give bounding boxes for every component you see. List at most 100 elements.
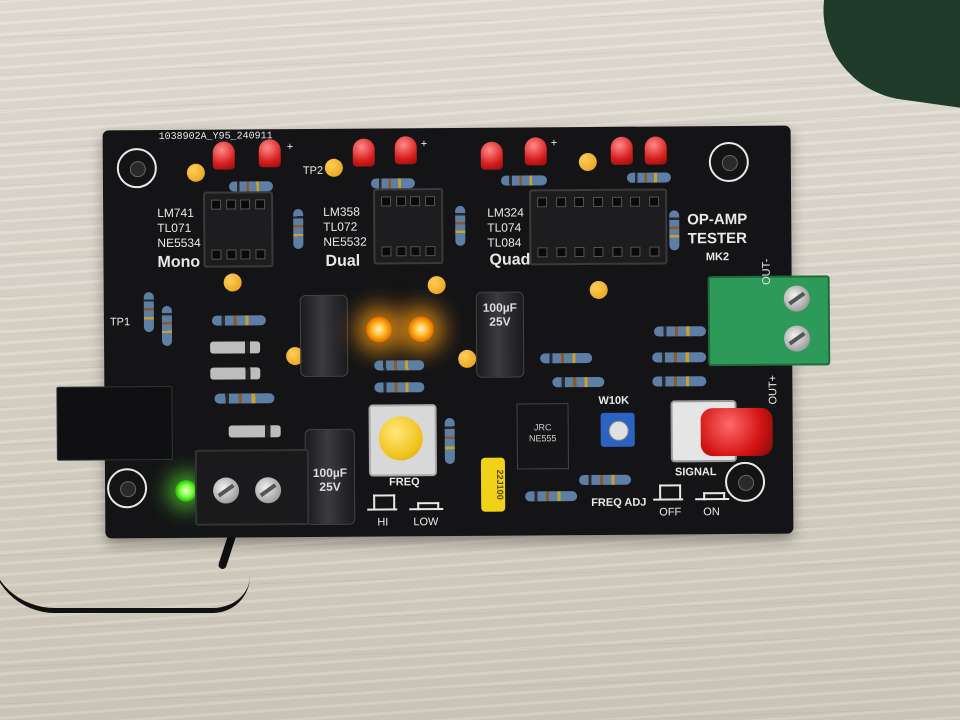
title-line-2: TESTER (687, 229, 748, 248)
hi-label: HI (377, 516, 389, 529)
mounting-hole-top-right (708, 141, 749, 183)
dual-chip-1: LM358 (323, 204, 360, 219)
dual-label: Dual (325, 252, 361, 270)
quad-chip-2: TL074 (487, 220, 522, 235)
quad-label: Quad (489, 251, 531, 269)
signal-label: SIGNAL (674, 466, 717, 479)
diode (210, 341, 261, 354)
pcb-board: 1038902A_Y95_240911 + + + TP2 TP1 LM741 … (56, 125, 831, 539)
film-capacitor: 22J100 (480, 457, 506, 512)
dual-chip-2: TL072 (323, 219, 358, 234)
serial-number: 1038902A_Y95_240911 (158, 131, 273, 144)
mono-chip-list: LM741 TL071 NE5534 (157, 206, 201, 251)
version-label: MK2 (705, 251, 730, 264)
trimpot-label: W10K (598, 394, 630, 407)
mono-chip-2: TL071 (157, 220, 192, 236)
dc-power-jack[interactable] (56, 385, 173, 461)
low-label: LOW (413, 516, 439, 529)
out-plus-label: OUT+ (767, 374, 780, 405)
resistor (552, 376, 605, 388)
resistor (143, 292, 154, 333)
electrolytic-capacitor: 100µF 25V (475, 291, 525, 378)
title-line-1: OP-AMP (687, 210, 748, 229)
tp2-label: TP2 (302, 164, 324, 178)
capacitor-value: 100µF (482, 300, 518, 315)
signal-button[interactable] (700, 407, 773, 457)
ceramic-capacitor (458, 349, 477, 368)
power-screw-2[interactable] (255, 477, 282, 504)
hi-symbol-base (367, 508, 398, 511)
capacitor-value: 100µF (312, 465, 348, 480)
resistor (444, 417, 455, 465)
out-minus-label: OUT- (760, 258, 773, 285)
capacitor-voltage: 25V (319, 479, 341, 494)
resistor (540, 352, 593, 364)
resistor (161, 305, 173, 346)
freq-adj-label: FREQ ADJ (591, 496, 647, 510)
resistor (455, 205, 466, 246)
mono-label: Mono (157, 253, 201, 272)
resistor (500, 175, 547, 186)
output-screw-2[interactable] (783, 325, 811, 352)
led-green-power (175, 479, 198, 502)
dual-chip-list: LM358 TL072 NE5532 (323, 205, 367, 250)
resistor (370, 178, 415, 189)
led-red-dual-2 (394, 136, 417, 165)
mono-chip-1: LM741 (157, 205, 194, 221)
board-title: OP-AMP TESTER MK2 (687, 210, 747, 267)
resistor (214, 393, 275, 404)
on-label: ON (703, 506, 720, 519)
plus-marker-mono: + (286, 141, 294, 154)
diode (228, 425, 281, 438)
output-terminal-block[interactable] (707, 275, 831, 367)
resistor (669, 210, 680, 251)
ceramic-capacitor (578, 152, 597, 172)
led-orange-1 (365, 316, 393, 343)
capacitor-voltage: 25V (489, 314, 511, 329)
ic-socket-mono[interactable] (203, 191, 274, 268)
power-terminal-block[interactable] (194, 448, 310, 526)
mounting-hole-bottom-right (724, 461, 766, 503)
mounting-hole-bottom-left (106, 468, 148, 509)
ic-socket-quad[interactable] (529, 188, 668, 266)
dual-chip-3: NE5532 (323, 234, 367, 249)
ceramic-capacitor (427, 276, 446, 295)
resistor (374, 360, 425, 371)
ceramic-capacitor (589, 280, 608, 300)
tp1-label: TP1 (109, 316, 131, 329)
electrolytic-capacitor: 100µF 25V (304, 428, 356, 526)
output-screw-1[interactable] (783, 285, 810, 312)
electrolytic-capacitor (299, 294, 349, 378)
led-red-dual-1 (352, 138, 375, 167)
freq-label: FREQ (389, 476, 420, 489)
resistor (653, 326, 707, 337)
led-red-mono-2 (258, 139, 281, 168)
ic-socket-dual[interactable] (372, 188, 444, 265)
freq-button[interactable] (378, 416, 423, 461)
freq-trimpot[interactable] (600, 412, 635, 447)
ceramic-capacitor (223, 273, 242, 292)
off-label: OFF (659, 506, 682, 519)
led-orange-2 (407, 316, 435, 343)
mounting-hole-top-left (116, 148, 157, 189)
led-red-quad-1 (480, 141, 503, 170)
resistor (374, 382, 425, 393)
ceramic-capacitor (186, 163, 205, 182)
quad-chip-1: LM324 (487, 205, 524, 220)
power-screw-1[interactable] (213, 477, 240, 504)
power-cable (0, 548, 250, 613)
resistor (211, 315, 266, 326)
plus-marker-quad: + (550, 137, 558, 150)
quad-chip-3: TL084 (487, 235, 522, 250)
resistor (293, 209, 304, 250)
ceramic-capacitor (324, 158, 343, 177)
resistor (525, 491, 578, 502)
led-red-mono-1 (212, 141, 235, 170)
plus-marker-dual: + (420, 138, 428, 151)
off-symbol-base (653, 498, 684, 501)
on-symbol-base (695, 498, 730, 501)
resistor (652, 376, 707, 387)
resistor (652, 352, 707, 363)
diode (210, 367, 261, 380)
